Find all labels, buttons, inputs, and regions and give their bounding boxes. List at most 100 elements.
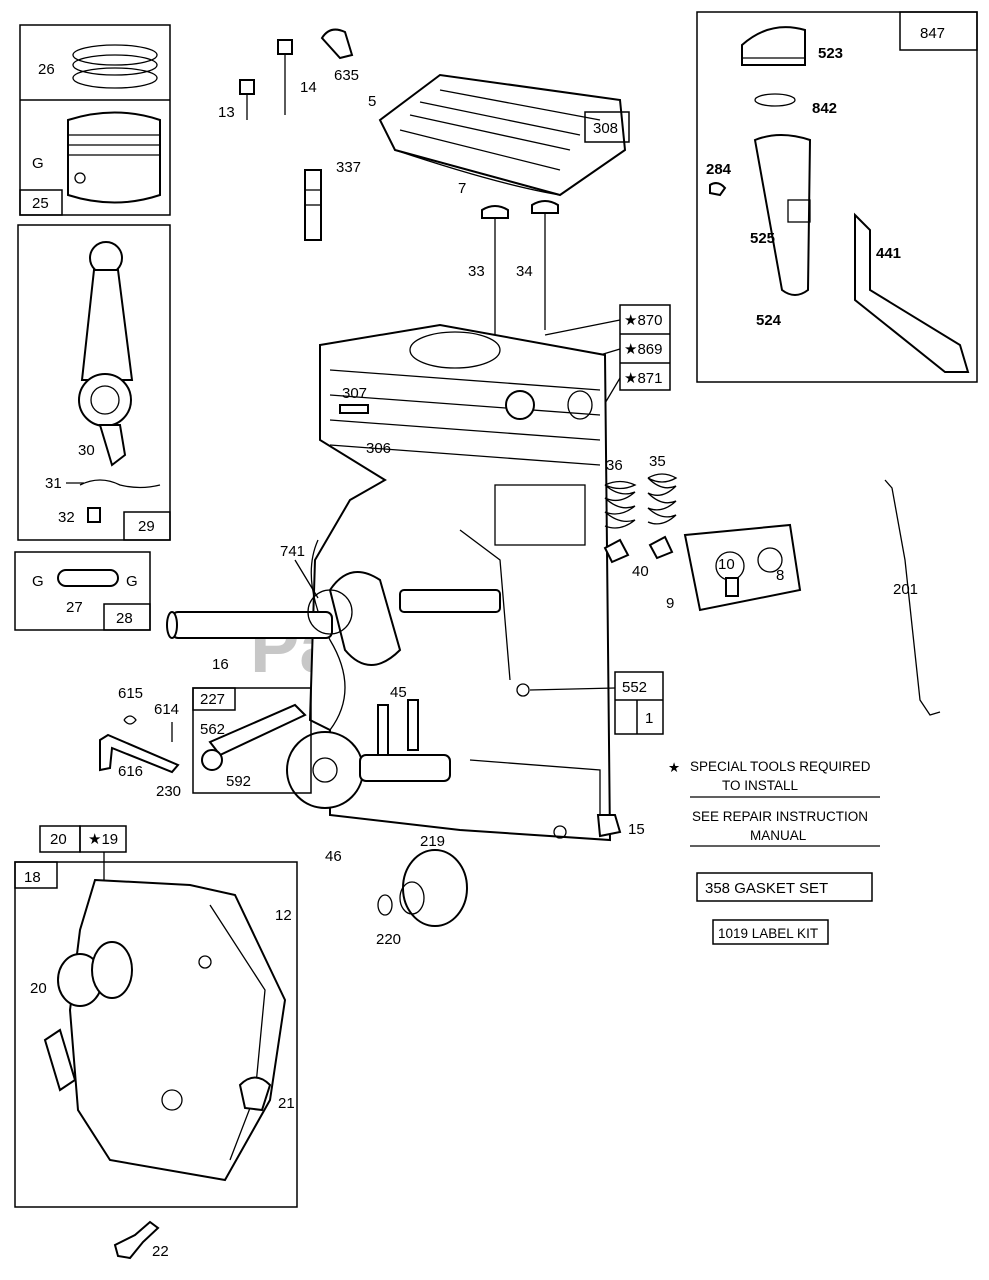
bolt-14-icon xyxy=(277,39,293,55)
label-869: ★869 xyxy=(624,341,662,358)
label-201: 201 xyxy=(893,581,918,598)
valve-33-icon xyxy=(481,205,509,219)
cam-gear-46-icon xyxy=(286,731,364,809)
label-45: 45 xyxy=(390,684,407,701)
bolt-22-icon xyxy=(113,1220,160,1260)
label-22: 22 xyxy=(152,1243,169,1260)
label-219: 219 xyxy=(420,833,445,850)
label-523: 523 xyxy=(818,45,843,62)
label-635: 635 xyxy=(334,67,359,84)
label-20: 20 xyxy=(30,980,47,997)
label-27: 27 xyxy=(66,599,83,616)
label-307: 307 xyxy=(342,385,367,402)
label-592: 592 xyxy=(226,773,251,790)
label-230: 230 xyxy=(156,783,181,800)
label-18: 18 xyxy=(24,869,41,886)
label-14: 14 xyxy=(300,79,317,96)
breather-635-icon xyxy=(320,28,354,60)
label-G-top: G xyxy=(32,155,44,172)
governor-box xyxy=(192,687,312,794)
valve-spring-35-icon xyxy=(647,473,678,525)
governor-shaft-592-icon xyxy=(201,749,223,771)
special-tools-line1: SPECIAL TOOLS REQUIRED xyxy=(690,759,871,774)
label-34: 34 xyxy=(516,263,533,280)
part-552-box xyxy=(614,671,664,735)
label-46: 46 xyxy=(325,848,342,865)
clip-615-icon xyxy=(123,715,137,725)
crankcase-cover-group xyxy=(14,861,298,1208)
label-10: 10 xyxy=(718,556,735,573)
label-308: 308 xyxy=(593,120,618,137)
label-15: 15 xyxy=(628,821,645,838)
part-18-box xyxy=(14,861,58,889)
label-1: 1 xyxy=(645,710,653,727)
valve-spring-36-icon xyxy=(604,480,637,529)
label-615: 615 xyxy=(118,685,143,702)
label-16: 16 xyxy=(212,656,229,673)
screw-284-icon xyxy=(709,182,727,197)
part-19-box xyxy=(79,825,127,853)
label-kit-box xyxy=(712,919,829,945)
label-227: 227 xyxy=(200,691,225,708)
label-220: 220 xyxy=(376,931,401,948)
label-741: 741 xyxy=(280,543,305,560)
piston-ring-icon xyxy=(72,44,158,66)
label-441: 441 xyxy=(876,245,901,262)
dipstick-box xyxy=(696,11,978,383)
label-40: 40 xyxy=(632,563,649,580)
pin-box xyxy=(14,551,151,631)
label-G-right: G xyxy=(126,573,138,590)
gasket-set-label: 358 GASKET SET xyxy=(705,880,828,897)
connecting-rod-group xyxy=(17,224,171,541)
part-847-box xyxy=(899,11,978,51)
label-524: 524 xyxy=(756,312,782,329)
label-19-box: ★19 xyxy=(88,831,118,848)
label-842: 842 xyxy=(812,100,837,117)
bracket-441-icon xyxy=(854,212,970,373)
bolt-307-icon xyxy=(339,404,369,414)
label-9: 9 xyxy=(666,595,674,612)
piston-icon xyxy=(67,111,161,204)
washer-220-icon xyxy=(377,894,393,916)
rod-box xyxy=(17,224,171,541)
label-26: 26 xyxy=(38,61,55,78)
governor-link-201-icon xyxy=(884,479,941,716)
repair-line2: MANUAL xyxy=(750,828,807,843)
label-284: 284 xyxy=(706,161,732,178)
label-847: 847 xyxy=(920,25,945,42)
lever-616-icon xyxy=(99,733,180,774)
label-30: 30 xyxy=(78,442,95,459)
governor-group xyxy=(99,687,312,794)
piston-pin-icon xyxy=(57,569,119,587)
label-32: 32 xyxy=(58,509,75,526)
retainer-40-icon xyxy=(603,538,630,564)
camshaft-group xyxy=(286,699,622,838)
special-parts-box xyxy=(619,304,671,391)
gear-219-group xyxy=(377,849,468,927)
o-ring-842-icon xyxy=(754,93,796,107)
label-8: 8 xyxy=(776,567,784,584)
label-306: 306 xyxy=(366,440,391,457)
label-21: 21 xyxy=(278,1095,295,1112)
label-35: 35 xyxy=(649,453,666,470)
label-29: 29 xyxy=(138,518,155,535)
crankcase-cover-box xyxy=(14,861,298,1208)
label-12: 12 xyxy=(275,907,292,924)
head-group xyxy=(239,28,627,241)
label-28: 28 xyxy=(116,610,133,627)
valve-springs-group xyxy=(603,473,802,612)
part-227-box xyxy=(192,687,236,711)
special-tools-line2: TO INSTALL xyxy=(722,778,799,793)
label-kit-label: 1019 LABEL KIT xyxy=(718,926,818,941)
label-13: 13 xyxy=(218,104,235,121)
dipstick-tube-525-icon xyxy=(753,134,812,296)
valves-group xyxy=(481,200,559,335)
bearing-19-icon xyxy=(91,941,133,999)
label-36: 36 xyxy=(606,457,623,474)
piston-group xyxy=(19,24,171,216)
part-308-box xyxy=(584,111,630,143)
star-icon: ★ xyxy=(668,760,680,775)
crankshaft-group xyxy=(166,571,501,666)
bolt-15-icon xyxy=(596,814,622,838)
part-29-box xyxy=(123,511,171,541)
